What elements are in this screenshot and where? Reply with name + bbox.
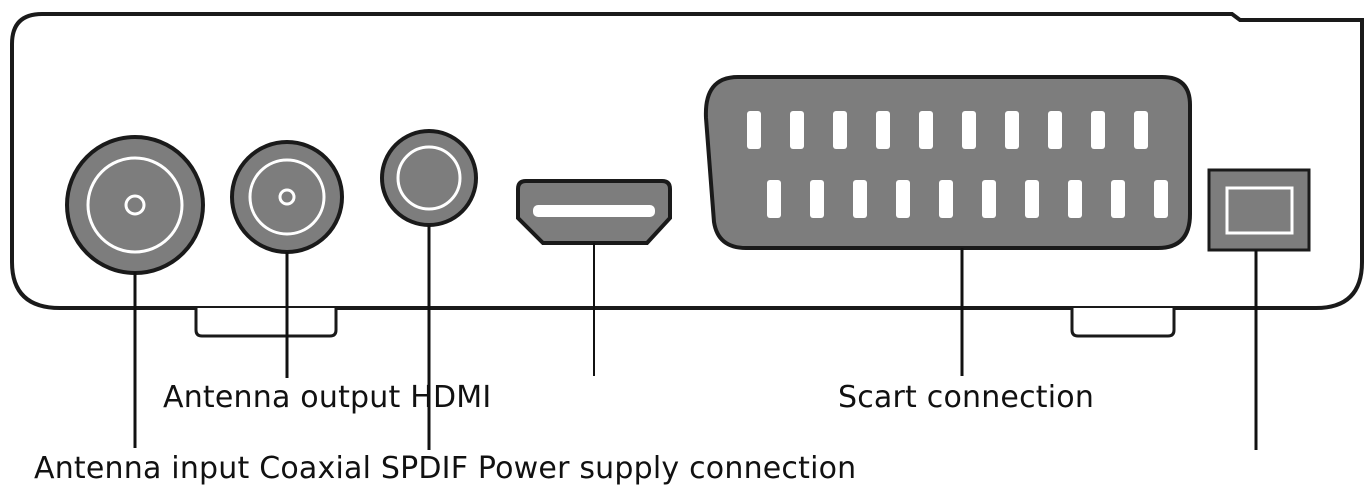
left-foot [194, 308, 338, 338]
scart-pin [790, 111, 804, 149]
scart-pin [1005, 111, 1019, 149]
label-antenna-input-coaxial-spdif-power: Antenna input Coaxial SPDIF Power supply… [34, 451, 857, 486]
antenna-input-port [65, 135, 205, 275]
scart-pin [876, 111, 890, 149]
right-foot [1070, 308, 1176, 338]
power-supply-port [1207, 168, 1311, 252]
scart-pin [1025, 180, 1039, 218]
scart-pin [982, 180, 996, 218]
label-scart-connection: Scart connection [838, 380, 1095, 415]
coaxial-spdif-port [380, 129, 478, 227]
scart-port [703, 75, 1192, 250]
scart-pin [1111, 180, 1125, 218]
scart-pin [1048, 111, 1062, 149]
scart-pin [1154, 180, 1168, 218]
label-antenna-output-hdmi: Antenna output HDMI [163, 380, 492, 415]
scart-pin [747, 111, 761, 149]
scart-pin [1091, 111, 1105, 149]
scart-pin [833, 111, 847, 149]
scart-pin [853, 180, 867, 218]
scart-pin [810, 180, 824, 218]
scart-pin [1068, 180, 1082, 218]
scart-pin [939, 180, 953, 218]
scart-pin [896, 180, 910, 218]
scart-pin [1134, 111, 1148, 149]
scart-pin [962, 111, 976, 149]
antenna-output-port [230, 140, 344, 254]
scart-pin [767, 180, 781, 218]
scart-pins [747, 111, 1168, 218]
hdmi-port [516, 179, 672, 245]
scart-pin [919, 111, 933, 149]
